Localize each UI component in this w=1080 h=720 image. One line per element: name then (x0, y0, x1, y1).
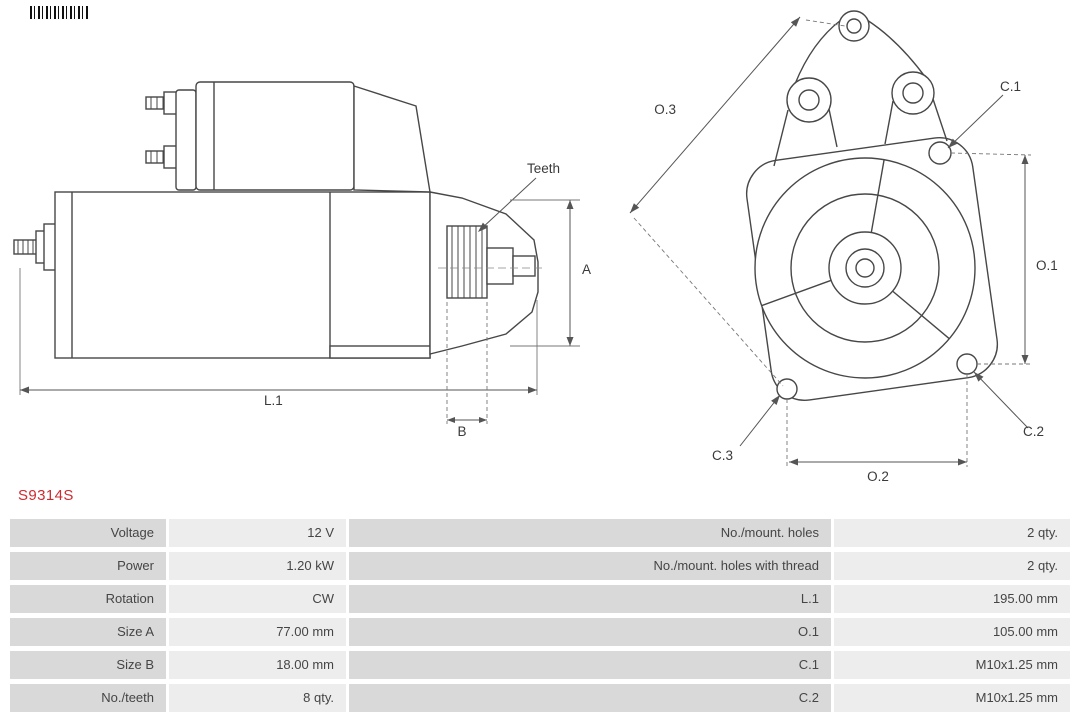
spec-value-c2: M10x1.25 mm (834, 684, 1070, 712)
spec-label-c1: C.1 (349, 651, 831, 679)
dim-label-teeth: Teeth (527, 161, 560, 176)
dim-label-c3: C.3 (712, 448, 733, 463)
spec-label-voltage: Voltage (10, 519, 166, 547)
front-view-dimensions (629, 16, 1032, 467)
spec-value-size-b: 18.00 mm (169, 651, 346, 679)
spec-value-l1: 195.00 mm (834, 585, 1070, 613)
spec-label-c2: C.2 (349, 684, 831, 712)
spec-value-c1: M10x1.25 mm (834, 651, 1070, 679)
product-code: S9314S (18, 487, 74, 504)
spec-value-rotation: CW (169, 585, 346, 613)
technical-drawing: Teeth A L.1 B (13, 10, 1058, 484)
dim-label-a: A (582, 262, 591, 277)
spec-value-voltage: 12 V (169, 519, 346, 547)
spec-label-size-b: Size B (10, 651, 166, 679)
side-view-dimensions (19, 177, 580, 424)
side-view-arrowheads (20, 200, 574, 423)
dim-label-l1: L.1 (264, 393, 283, 408)
motor-front-view (745, 10, 999, 401)
barcode-icon (30, 6, 88, 19)
dim-label-o3: O.3 (654, 102, 676, 117)
dim-label-o1: O.1 (1036, 258, 1058, 273)
spec-value-power: 1.20 kW (169, 552, 346, 580)
spec-table: Voltage 12 V No./mount. holes 2 qty. Pow… (10, 519, 1070, 712)
spec-label-mount-holes-thread: No./mount. holes with thread (349, 552, 831, 580)
front-view-arrowheads (630, 17, 1029, 466)
spec-value-size-a: 77.00 mm (169, 618, 346, 646)
spec-label-size-a: Size A (10, 618, 166, 646)
spec-label-o1: O.1 (349, 618, 831, 646)
spec-value-o1: 105.00 mm (834, 618, 1070, 646)
spec-label-l1: L.1 (349, 585, 831, 613)
dim-label-c1: C.1 (1000, 79, 1021, 94)
motor-side-view (13, 81, 545, 359)
spec-value-mount-holes: 2 qty. (834, 519, 1070, 547)
spec-label-mount-holes: No./mount. holes (349, 519, 831, 547)
dim-label-o2: O.2 (867, 469, 889, 484)
dim-label-b: B (457, 424, 466, 439)
spec-value-mount-holes-thread: 2 qty. (834, 552, 1070, 580)
spec-value-teeth: 8 qty. (169, 684, 346, 712)
spec-label-power: Power (10, 552, 166, 580)
spec-label-rotation: Rotation (10, 585, 166, 613)
spec-label-teeth: No./teeth (10, 684, 166, 712)
dim-label-c2: C.2 (1023, 424, 1044, 439)
